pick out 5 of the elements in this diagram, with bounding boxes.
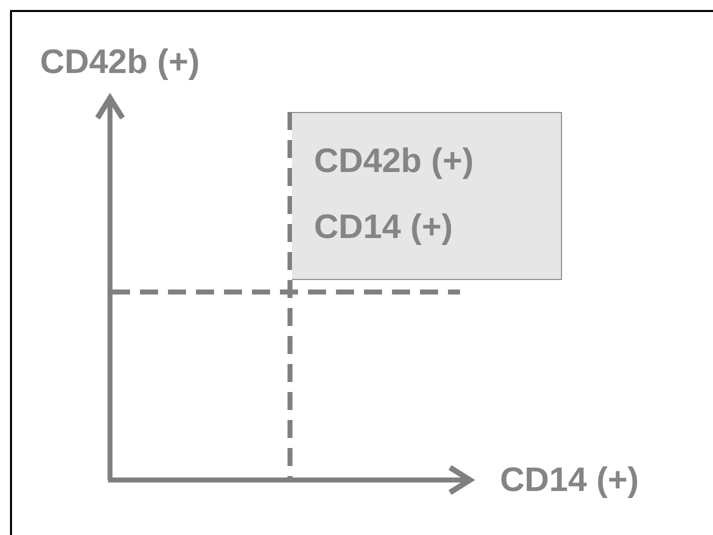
gate-region xyxy=(292,112,562,280)
gate-label: CD14 (+) xyxy=(314,207,453,247)
axis-label: CD42b (+) xyxy=(40,42,200,82)
gate-label: CD42b (+) xyxy=(314,141,474,181)
axis-label: CD14 (+) xyxy=(500,460,639,500)
